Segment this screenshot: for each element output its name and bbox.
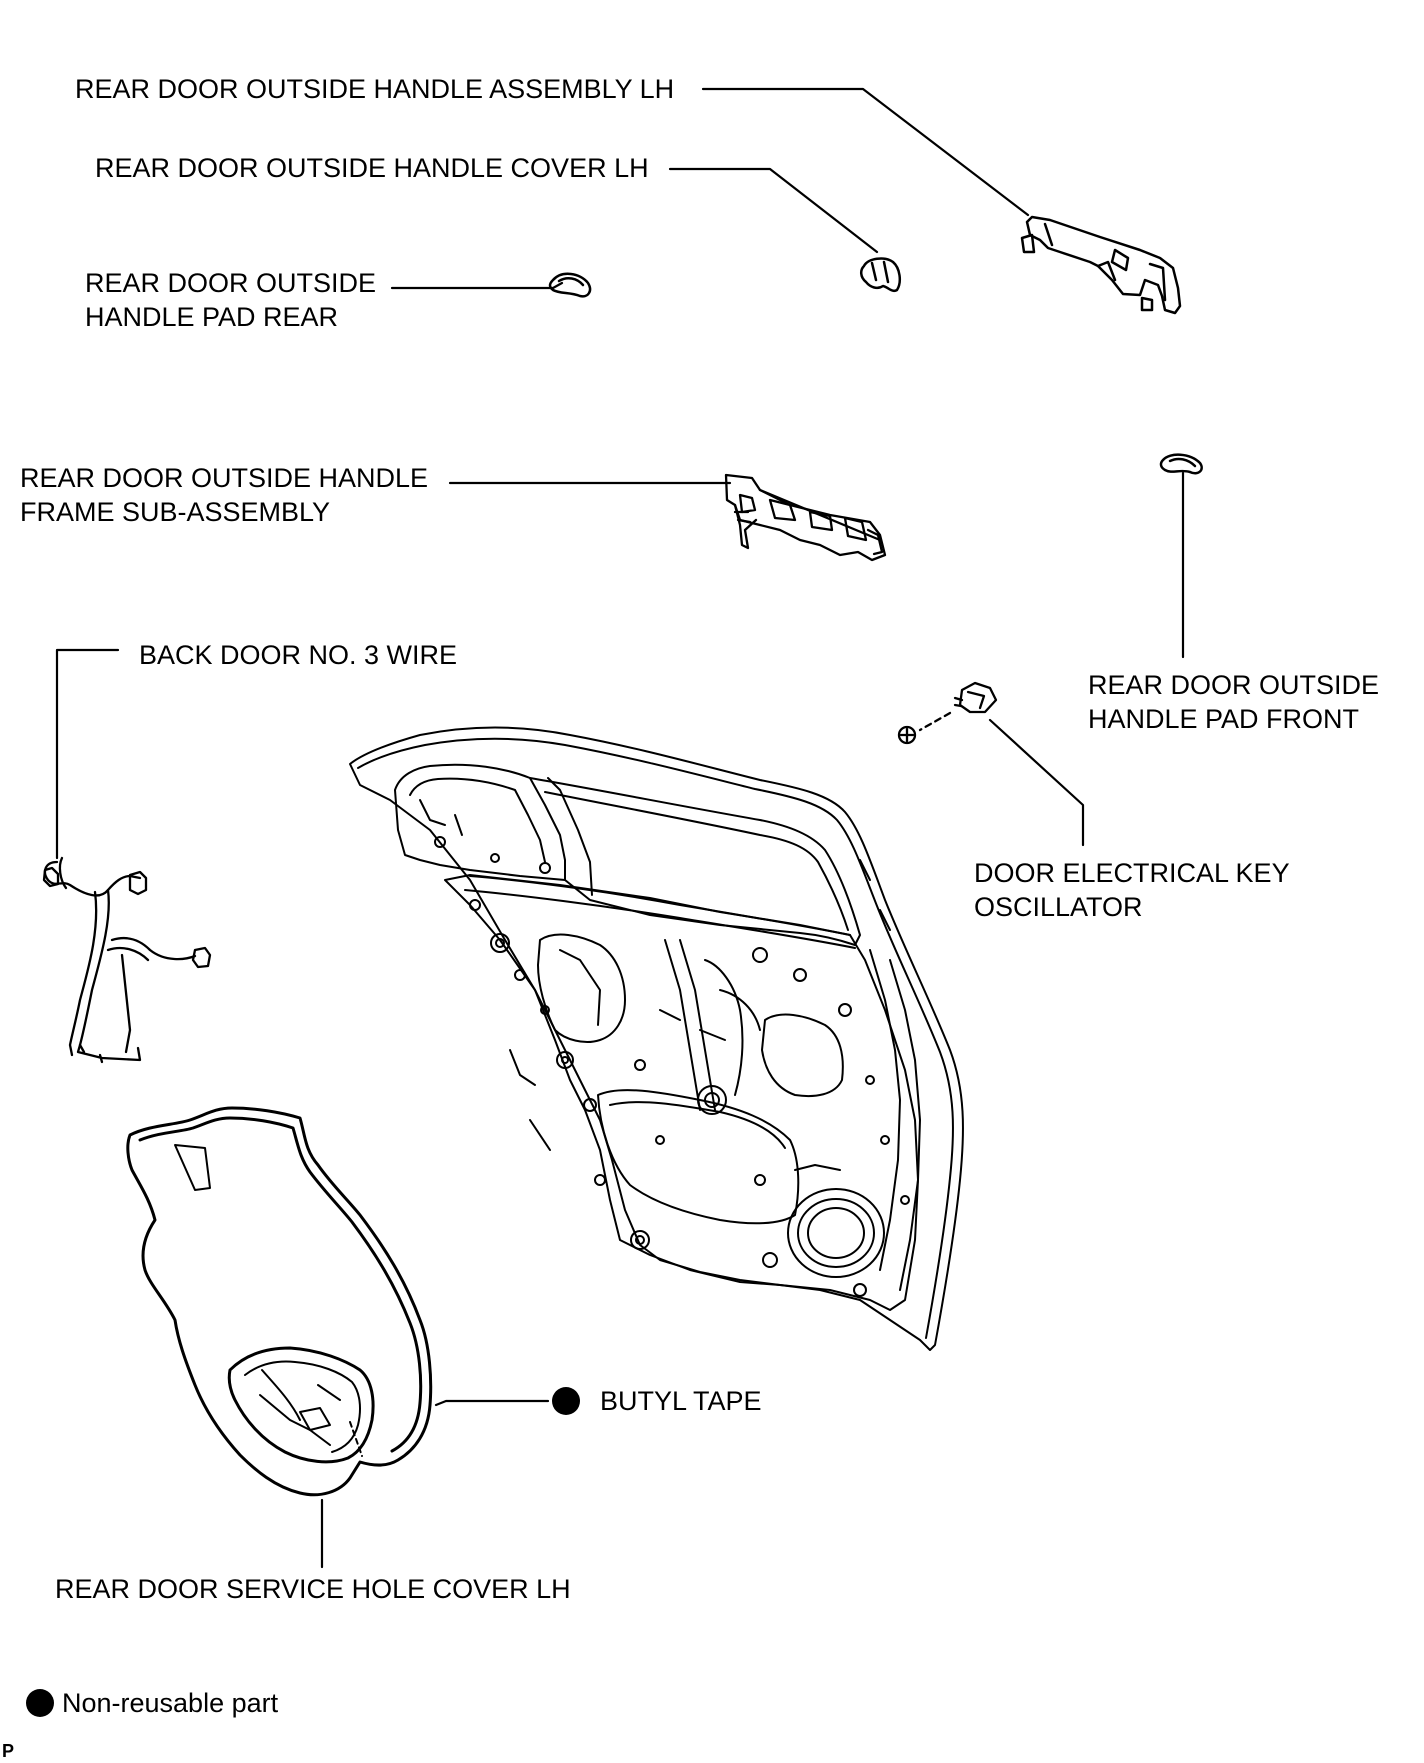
handle-assembly-part [1020, 215, 1182, 315]
service-hole-cover-part [126, 1106, 433, 1497]
handle-cover-part [860, 257, 902, 293]
label-key-oscillator: DOOR ELECTRICAL KEY OSCILLATOR [974, 856, 1290, 924]
label-key-oscillator-line1: DOOR ELECTRICAL KEY [974, 858, 1290, 888]
leader-back-door-wire [55, 648, 120, 860]
leader-handle-assembly [701, 87, 1030, 217]
label-outside-handle-cover: REAR DOOR OUTSIDE HANDLE COVER LH [95, 153, 649, 183]
leader-pad-rear [390, 281, 564, 290]
mounting-holes [434, 836, 910, 1297]
rear-door-panel [349, 726, 964, 1351]
label-handle-frame-line1: REAR DOOR OUTSIDE HANDLE [20, 463, 429, 493]
label-back-door-wire: BACK DOOR NO. 3 WIRE [139, 640, 458, 670]
label-handle-pad-rear: REAR DOOR OUTSIDE HANDLE PAD REAR [85, 266, 376, 334]
back-door-wire-part [42, 856, 212, 1064]
label-handle-pad-rear-line2: HANDLE PAD REAR [85, 302, 339, 332]
label-handle-frame: REAR DOOR OUTSIDE HANDLE FRAME SUB-ASSEM… [20, 461, 428, 529]
label-outside-handle-assembly: REAR DOOR OUTSIDE HANDLE ASSEMBLY LH [75, 74, 675, 104]
label-butyl-tape: BUTYL TAPE [600, 1386, 762, 1416]
leader-handle-cover [668, 167, 879, 254]
leader-butyl-tape [434, 1399, 550, 1407]
label-handle-pad-front-line1: REAR DOOR OUTSIDE [1088, 670, 1380, 700]
leader-key-oscillator [988, 718, 1085, 847]
corner-mark: P [2, 1741, 15, 1761]
leader-lines [55, 87, 1185, 1569]
label-key-oscillator-line2: OSCILLATOR [974, 892, 1143, 922]
legend-filled-circle-icon [26, 1689, 54, 1717]
label-service-hole-cover: REAR DOOR SERVICE HOLE COVER LH [55, 1574, 571, 1604]
label-handle-frame-line2: FRAME SUB-ASSEMBLY [20, 497, 331, 527]
handle-frame-part [724, 473, 887, 562]
label-handle-pad-front-line2: HANDLE PAD FRONT [1088, 704, 1360, 734]
label-handle-pad-front: REAR DOOR OUTSIDE HANDLE PAD FRONT [1088, 668, 1379, 736]
handle-pad-rear-part [548, 272, 592, 298]
legend-text: Non-reusable part [62, 1688, 279, 1718]
handle-pad-front-part [1159, 453, 1203, 475]
label-handle-pad-rear-line1: REAR DOOR OUTSIDE [85, 268, 377, 298]
butyl-tape-marker-icon [552, 1387, 580, 1415]
key-oscillator-part [897, 681, 998, 745]
